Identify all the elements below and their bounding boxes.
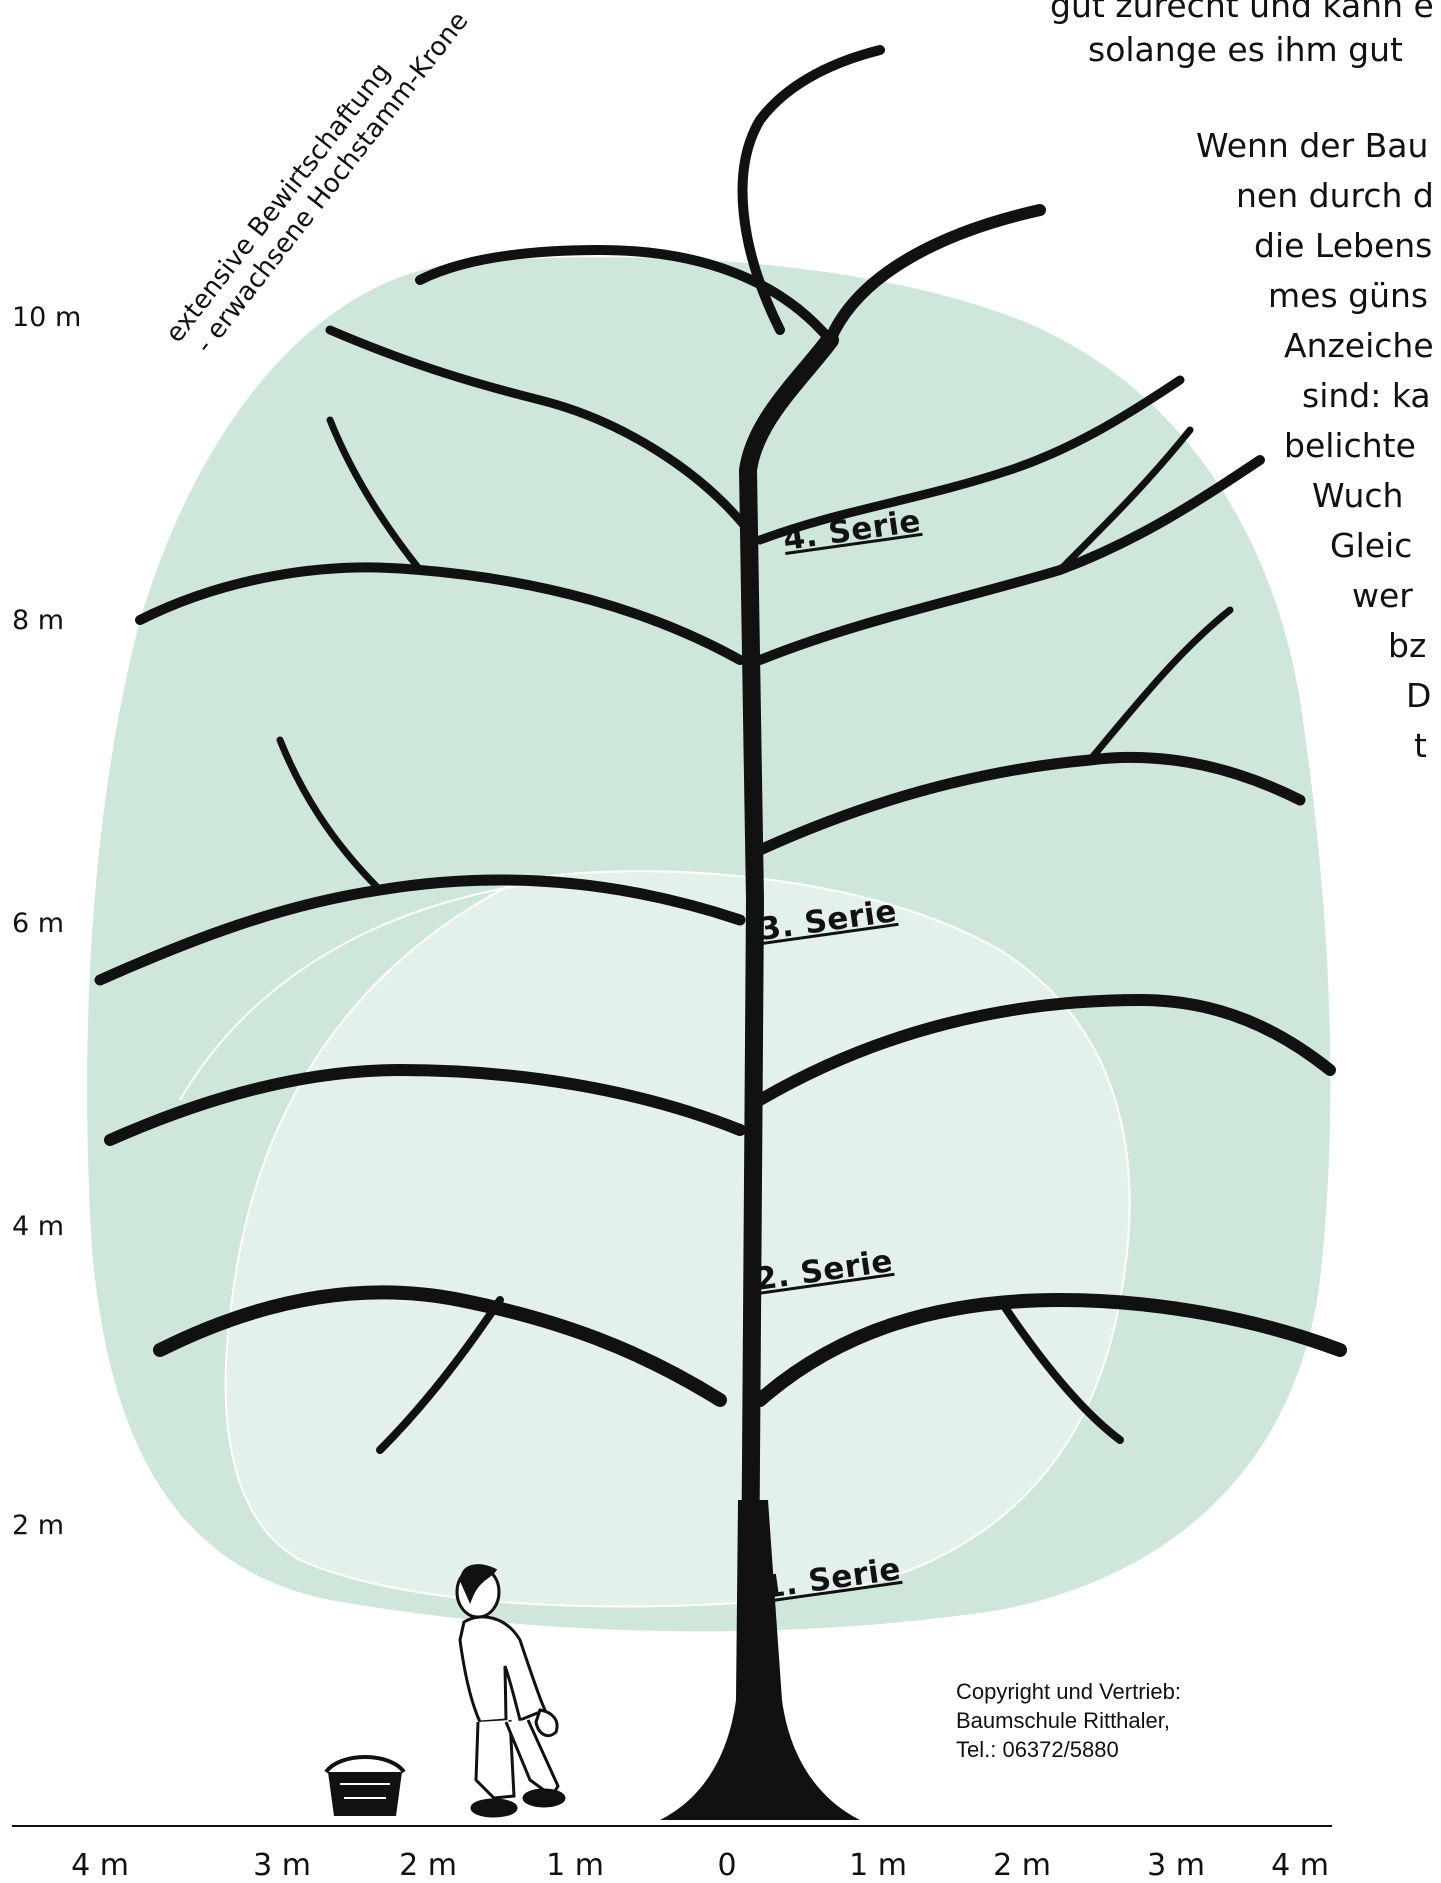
copyright-line-1: Copyright und Vertrieb:	[956, 1677, 1181, 1706]
y-axis-label-4m: 4 m	[12, 1211, 64, 1242]
side-text-line-3: die Lebens	[1254, 226, 1432, 265]
side-text-line-1: Wenn der Bau	[1196, 126, 1428, 165]
copyright-line-3: Tel.: 06372/5880	[956, 1735, 1181, 1764]
side-text-line-13: t	[1414, 726, 1427, 765]
y-axis-label-8m: 8 m	[12, 605, 64, 636]
copyright-block: Copyright und Vertrieb: Baumschule Ritth…	[956, 1677, 1181, 1764]
y-axis-label-10m: 10 m	[12, 302, 81, 333]
side-text-line-9: Gleic	[1330, 526, 1412, 565]
copyright-line-2: Baumschule Ritthaler,	[956, 1706, 1181, 1735]
side-text-line-2: nen durch d	[1236, 176, 1434, 215]
side-text-line-5: Anzeiche	[1284, 326, 1434, 365]
x-axis-label-zero: 0	[717, 1848, 736, 1883]
side-text-line-11: bz	[1388, 626, 1426, 665]
y-axis-label-2m: 2 m	[12, 1510, 64, 1541]
side-text-line-7: belichte	[1284, 426, 1416, 465]
x-axis-label-right-3m: 3 m	[1147, 1848, 1205, 1883]
x-axis-label-right-2m: 2 m	[993, 1848, 1051, 1883]
top-text-line-2: solange es ihm gut	[1088, 30, 1403, 69]
top-text-line-1: gut zurecht und kann e	[1050, 0, 1434, 25]
side-text-line-6: sind: ka	[1302, 376, 1431, 415]
x-axis-label-left-1m: 1 m	[546, 1848, 604, 1883]
x-axis-label-right-4m: 4 m	[1271, 1848, 1329, 1883]
y-axis-label-6m: 6 m	[12, 908, 64, 939]
side-text-line-4: mes güns	[1268, 276, 1428, 315]
side-text-line-12: D	[1406, 676, 1431, 715]
basket-figure	[326, 1757, 404, 1816]
side-text-line-8: Wuch	[1312, 476, 1403, 515]
x-axis-label-right-1m: 1 m	[849, 1848, 907, 1883]
side-text-line-10: wer	[1352, 576, 1413, 615]
x-axis-label-left-3m: 3 m	[253, 1848, 311, 1883]
x-axis-label-left-2m: 2 m	[399, 1848, 457, 1883]
x-axis-label-left-4m: 4 m	[71, 1848, 129, 1883]
